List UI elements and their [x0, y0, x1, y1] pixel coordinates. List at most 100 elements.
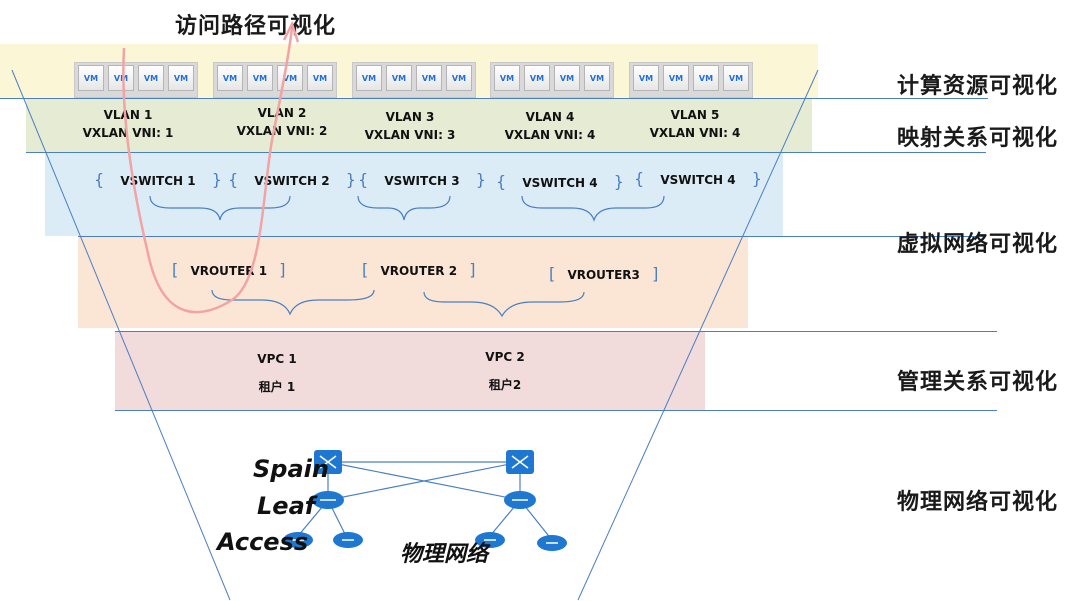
leaf-switch-icon	[504, 491, 536, 509]
access-switch-icon	[537, 535, 567, 551]
vswitch-label: VSWITCH 3	[384, 174, 460, 188]
funnel-line-left	[11, 69, 231, 601]
vrouter-item: [ VROUTER3 ]	[549, 263, 658, 285]
access-path-curve	[122, 27, 294, 314]
vni-label: VXLAN VNI: 2	[236, 124, 328, 138]
vlan-label: VLAN 2	[257, 106, 307, 120]
spain-label: Spain	[253, 455, 329, 483]
vm-group: VM VM VM VM	[629, 62, 753, 98]
vpc-item: VPC 1 租户 1	[232, 352, 322, 395]
vlan-label: VLAN 4	[525, 110, 575, 124]
brace-icon: ]	[469, 260, 476, 279]
separator-line	[115, 410, 997, 411]
vm-box: VM	[416, 65, 442, 91]
leaf-switch-icon	[312, 491, 344, 509]
brace-icon: ]	[652, 264, 659, 283]
vm-box: VM	[247, 65, 273, 91]
brace-icon: {	[496, 172, 507, 191]
vswitch-item: { VSWITCH 1 }	[94, 169, 222, 191]
vlan-cell: VLAN 3 VXLAN VNI: 3	[340, 108, 480, 144]
vpc-label: VPC 2	[485, 350, 525, 364]
vm-box: VM	[307, 65, 333, 91]
vswitch-label: VSWITCH 2	[254, 174, 330, 188]
tenant-label: 租户 1	[258, 380, 296, 394]
vrouter-item: [ VROUTER 2 ]	[362, 259, 476, 281]
vm-box: VM	[584, 65, 610, 91]
vm-box: VM	[356, 65, 382, 91]
mapping-band	[26, 98, 812, 152]
vlan-label: VLAN 5	[670, 108, 720, 122]
group-brace	[357, 195, 451, 221]
vm-box: VM	[663, 65, 689, 91]
group-brace	[149, 195, 291, 221]
vm-box: VM	[386, 65, 412, 91]
vm-box: VM	[138, 65, 164, 91]
vswitch-item: { VSWITCH 4 }	[496, 171, 624, 193]
brace-icon: {	[228, 170, 239, 189]
vm-group: VM VM VM VM	[74, 62, 198, 98]
vrouter-label: VROUTER 2	[380, 264, 458, 278]
vm-box: VM	[494, 65, 520, 91]
group-brace	[211, 289, 375, 316]
brace-icon: [	[172, 260, 179, 279]
funnel-line-right	[577, 69, 819, 601]
vswitch-item: { VSWITCH 2 }	[228, 169, 356, 191]
brace-icon: {	[634, 169, 645, 188]
layer-label-physical-network: 物理网络可视化	[896, 490, 1058, 515]
brace-icon: [	[549, 264, 556, 283]
vswitch-label: VSWITCH 4	[522, 176, 598, 190]
brace-icon: }	[751, 169, 762, 188]
access-switch-icon	[333, 532, 363, 548]
spine-switch-icon	[506, 450, 534, 474]
separator-line	[26, 152, 986, 153]
vm-box: VM	[693, 65, 719, 91]
separator-line	[78, 236, 986, 237]
vrouter-label: VROUTER 1	[190, 264, 268, 278]
tenant-label: 租户2	[488, 378, 522, 392]
physical-network-label: 物理网络	[400, 542, 489, 567]
access-switch-icon	[475, 532, 505, 548]
vm-group: VM VM VM VM	[352, 62, 476, 98]
vm-box: VM	[217, 65, 243, 91]
page-title: 访问路径可视化	[175, 14, 337, 39]
vswitch-item: { VSWITCH 3 }	[358, 169, 486, 191]
vm-box: VM	[108, 65, 134, 91]
access-label: Access	[217, 528, 309, 556]
vm-box: VM	[78, 65, 104, 91]
vlan-cell: VLAN 4 VXLAN VNI: 4	[480, 108, 620, 144]
layer-label-management: 管理关系可视化	[896, 370, 1058, 395]
brace-icon: [	[362, 260, 369, 279]
vlan-label: VLAN 1	[103, 108, 153, 122]
vm-box: VM	[524, 65, 550, 91]
vm-box: VM	[168, 65, 194, 91]
vpc-label: VPC 1	[257, 352, 297, 366]
management-band	[115, 332, 705, 410]
separator-line	[115, 331, 997, 332]
vni-label: VXLAN VNI: 4	[649, 126, 741, 140]
vswitch-item: { VSWITCH 4 }	[634, 168, 762, 190]
brace-icon: {	[94, 170, 105, 189]
brace-icon: }	[345, 170, 356, 189]
brace-icon: {	[358, 170, 369, 189]
vrouter-label: VROUTER3	[567, 268, 640, 282]
vlan-cell: VLAN 2 VXLAN VNI: 2	[212, 104, 352, 140]
vm-group: VM VM VM VM	[490, 62, 614, 98]
vm-box: VM	[633, 65, 659, 91]
vswitch-label: VSWITCH 1	[120, 174, 196, 188]
vrouter-item: [ VROUTER 1 ]	[172, 259, 286, 281]
group-brace	[423, 291, 585, 318]
leaf-label: Leaf	[257, 492, 316, 520]
layer-label-virtual-network: 虚拟网络可视化	[896, 232, 1058, 257]
spine-switch-icon	[314, 450, 342, 474]
access-path-arrow-icon	[282, 20, 300, 43]
group-brace	[521, 195, 665, 222]
layer-label-compute: 计算资源可视化	[896, 74, 1058, 99]
vm-box: VM	[554, 65, 580, 91]
separator-line	[0, 98, 988, 99]
brace-icon: ]	[279, 260, 286, 279]
vlan-label: VLAN 3	[385, 110, 435, 124]
vswitch-band	[45, 152, 783, 236]
vni-label: VXLAN VNI: 3	[364, 128, 456, 142]
vswitch-label: VSWITCH 4	[660, 173, 736, 187]
